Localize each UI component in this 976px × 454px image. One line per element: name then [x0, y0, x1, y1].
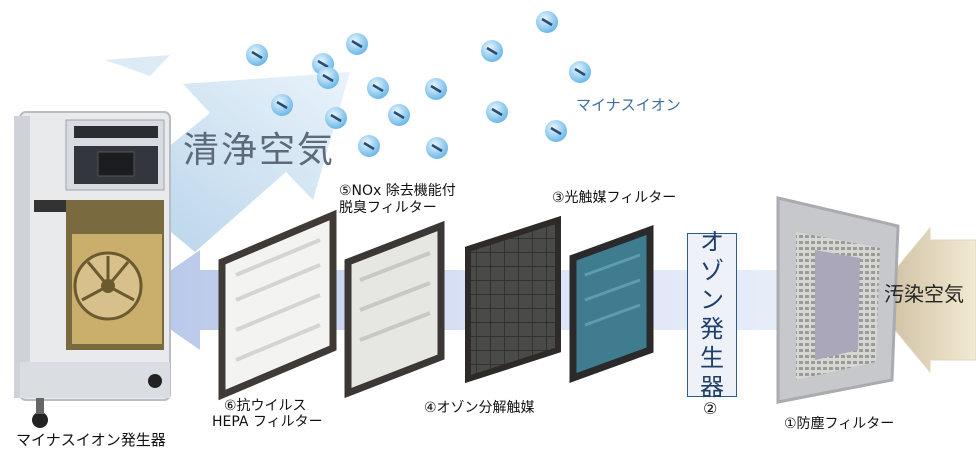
- minus-ion: [569, 61, 591, 83]
- ozone-char: 器: [700, 373, 724, 401]
- filter-5-label-line1: ⑤NOx 除去機能付: [339, 183, 456, 199]
- filter-6-label-line1: ⑥抗ウイルス: [224, 398, 307, 414]
- filter-4-label: ④オゾン分解触媒: [424, 400, 535, 416]
- minus-ion: [367, 77, 389, 99]
- minus-ion: [246, 44, 268, 66]
- minus-ion: [346, 33, 368, 55]
- ozone-char: 発: [700, 315, 724, 343]
- filter-1-label: ①防塵フィルター: [784, 416, 895, 432]
- minus-ion: [425, 78, 447, 100]
- dirty-air-arrow: [869, 226, 976, 374]
- filter-5-label-line2: 脱臭フィルター: [339, 200, 437, 216]
- dust-filter: [776, 196, 900, 404]
- minus-ion: [358, 135, 380, 157]
- deodorizer-filter: [344, 220, 445, 399]
- minus-ions: [246, 11, 591, 159]
- photocatalyst-filter: [569, 225, 654, 383]
- filter-3-label: ③光触媒フィルター: [552, 190, 677, 206]
- filter-6-label-line2: HEPA フィルター: [212, 414, 323, 430]
- clean-air-label: 清浄空気: [183, 130, 336, 171]
- ozone-char: オ: [700, 228, 724, 256]
- ion-generator-label: マイナスイオン発生器: [16, 431, 166, 449]
- minus-ion: [325, 107, 347, 129]
- ozone-char: ゾ: [700, 257, 724, 285]
- minus-ion: [545, 120, 567, 142]
- minus-ion-label: マイナスイオン: [576, 96, 681, 114]
- minus-ion: [388, 104, 410, 126]
- ozone-catalyst-filter: [465, 215, 561, 384]
- minus-ion: [271, 94, 293, 116]
- ozone-char: ン: [700, 286, 724, 314]
- minus-ion: [536, 11, 558, 33]
- clean-air-arrow: [105, 55, 350, 252]
- ozone-char: 生: [700, 344, 724, 372]
- ozone-generator-box: オ ゾ ン 発 生 器: [687, 228, 737, 401]
- minus-ion: [317, 67, 339, 89]
- hepa-filter: [218, 209, 337, 401]
- ozone-generator-number: ②: [703, 399, 718, 418]
- minus-ion: [481, 40, 503, 62]
- minus-ion: [426, 137, 448, 159]
- dirty-air-label: 汚染空気: [884, 282, 964, 306]
- minus-ion: [486, 101, 508, 123]
- ion-generator-device: [14, 111, 171, 428]
